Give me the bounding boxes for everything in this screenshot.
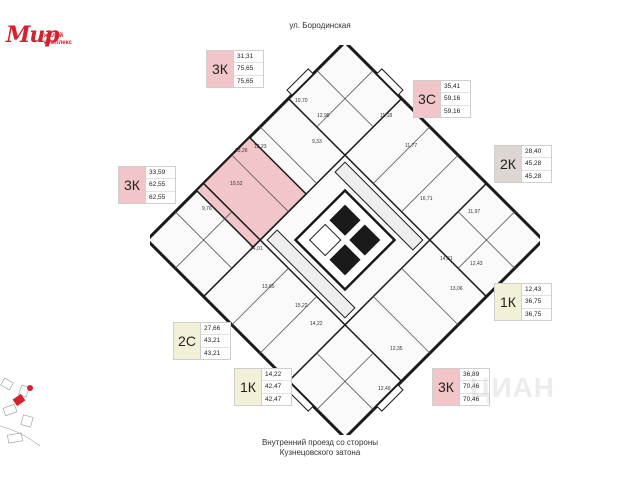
street-label-top: ул. Бородинская [289, 21, 351, 30]
watermark: ЦИАН [470, 372, 556, 403]
room-label: 12,49 [378, 386, 391, 392]
badge-type: 3К [207, 51, 233, 87]
badge-type: 1К [495, 284, 521, 320]
badge-total-area: 59,16 [441, 93, 470, 106]
room-label: 13,26 [235, 148, 248, 154]
badge-total-area-2: 43,21 [204, 349, 221, 357]
badge-total-area: 45,28 [522, 158, 551, 171]
badge-areas: 31,31 75,65 75,65 [233, 51, 263, 87]
badge-areas: 28,40 45,28 45,28 [521, 146, 551, 182]
badge-areas: 14,22 42,47 42,47 [261, 369, 291, 405]
apartment-badge-2c[interactable]: 2С 27,66 43,21 43,21 [173, 322, 231, 360]
apartment-badge-3k-top[interactable]: 3К 31,31 75,65 75,65 [206, 50, 264, 88]
apartment-badge-1k-right[interactable]: 1К 12,43 36,75 36,75 [494, 283, 552, 321]
badge-areas: 36,89 70,46 70,46 [459, 369, 489, 405]
room-label: 15,22 [295, 303, 308, 309]
badge-total-area-2: 59,16 [444, 107, 461, 115]
badge-total-area: 70,46 [460, 381, 489, 394]
brand-logo: Мир жилой комплекс [6, 22, 86, 62]
badge-living-area: 36,89 [460, 369, 489, 382]
room-label: 9,76 [202, 206, 212, 212]
badge-living-area: 35,41 [441, 81, 470, 94]
badge-total-area: 36,75 [522, 296, 551, 309]
room-label: 16,71 [420, 196, 433, 202]
badge-total-area: 62,55 [146, 179, 175, 192]
room-label: 11,77 [405, 143, 417, 149]
badge-total-area: 43,21 [201, 335, 230, 348]
room-label: 12,43 [470, 261, 483, 267]
badge-type: 3К [119, 167, 145, 203]
badge-total-area-2: 42,47 [265, 395, 282, 403]
room-label: 13,65 [262, 284, 275, 290]
apartment-badge-3k-left[interactable]: 3К 33,59 62,55 62,55 [118, 166, 176, 204]
badge-total-area: 75,65 [234, 63, 263, 76]
room-label: 13,06 [450, 286, 463, 292]
room-label: 11,18 [380, 113, 392, 119]
badge-living-area: 28,40 [522, 146, 551, 159]
badge-total-area-2: 75,65 [237, 77, 254, 85]
badge-total-area-2: 70,46 [463, 395, 480, 403]
room-label: 11,97 [468, 209, 480, 215]
logo-mark: Мир [6, 22, 60, 48]
badge-living-area: 33,59 [146, 167, 175, 180]
room-label: 14,01 [250, 246, 263, 252]
room-label: 12,35 [390, 346, 403, 352]
badge-areas: 12,43 36,75 36,75 [521, 284, 551, 320]
badge-total-area: 42,47 [262, 381, 291, 394]
room-label: 14,31 [440, 256, 453, 262]
badge-type: 2К [495, 146, 521, 182]
badge-living-area: 31,31 [234, 51, 263, 64]
apartment-badge-3c[interactable]: 3С 35,41 59,16 59,16 [413, 80, 471, 118]
badge-type: 2С [174, 323, 200, 359]
bottom-caption-line1: Внутренний проезд со стороны [261, 438, 379, 447]
apartment-badge-1k-bottom[interactable]: 1К 14,22 42,47 42,47 [234, 368, 292, 406]
apartment-badge-3k-bottom[interactable]: 3К 36,89 70,46 70,46 [432, 368, 490, 406]
bottom-caption-line2: Кузнецовского затона [279, 448, 361, 457]
badge-areas: 27,66 43,21 43,21 [200, 323, 230, 359]
badge-total-area-2: 36,75 [525, 310, 542, 318]
bottom-caption: Внутренний проезд со стороны Кузнецовско… [0, 438, 640, 458]
badge-total-area-2: 45,28 [525, 172, 542, 180]
core [293, 188, 397, 292]
room-label: 10,70 [295, 98, 308, 104]
room-label: 9,33 [312, 139, 322, 145]
badge-living-area: 12,43 [522, 284, 551, 297]
badge-areas: 33,59 62,55 62,55 [145, 167, 175, 203]
badge-living-area: 27,66 [201, 323, 230, 336]
badge-areas: 35,41 59,16 59,16 [440, 81, 470, 117]
room-label: 14,22 [310, 321, 323, 327]
badge-type: 3К [433, 369, 459, 405]
room-label: 10,52 [230, 181, 243, 187]
badge-living-area: 14,22 [262, 369, 291, 382]
badge-type: 3С [414, 81, 440, 117]
logo-subtitle: жилой комплекс [44, 33, 72, 46]
room-label: 12,23 [254, 144, 267, 150]
badge-total-area-2: 62,55 [149, 193, 166, 201]
badge-type: 1К [235, 369, 261, 405]
floor-plan: 10,70 12,98 9,33 11,18 11,77 12,23 13,26… [150, 45, 540, 435]
site-mini-map [0, 377, 41, 447]
apartment-badge-2k[interactable]: 2К 28,40 45,28 45,28 [494, 145, 552, 183]
room-label: 12,98 [317, 113, 330, 119]
